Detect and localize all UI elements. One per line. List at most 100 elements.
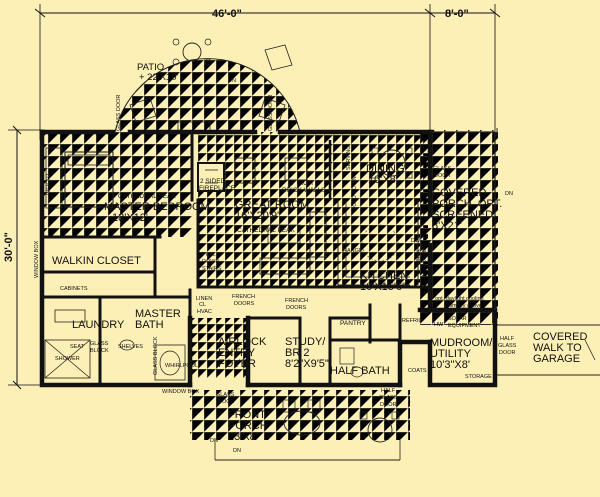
master-bedroom-size: 18'X12' (112, 212, 148, 224)
pantry-label: PANTRY (340, 320, 366, 327)
shower-note: SHOWER (55, 356, 80, 362)
porch-screen (430, 128, 498, 310)
half-glass-door-2: GLASS (379, 395, 398, 401)
dimension-depth: 30'-0" (3, 232, 15, 262)
front-porch-label-1: FRONT (228, 409, 266, 421)
sink-note: SINK (416, 249, 422, 262)
shelves-note: SHELVES (118, 344, 143, 350)
kitchen-counters (337, 200, 419, 286)
pull-down-2: DOWN (202, 259, 219, 265)
exterior-walls (39, 129, 498, 388)
covered-walk (497, 324, 600, 376)
front-porch-furniture (214, 399, 401, 461)
dining-table (371, 147, 413, 179)
airlock-label-1: AIRLOCK (218, 336, 267, 348)
half-bath-label: HALF BATH (330, 365, 390, 377)
kitchen-size: 10'X15'6" (360, 281, 406, 293)
linen-note-2: CL (199, 302, 206, 308)
mudroom-label-2: UTILITY (430, 348, 472, 360)
front-dn-label-2: DN (233, 448, 241, 454)
dining-size: 10'X8' (368, 174, 398, 186)
mudroom-size: 10'3"X8' (430, 359, 470, 371)
bed (45, 147, 114, 209)
cathedral-peak-note-1: CATHEDRAL PEAK (118, 193, 176, 200)
range-note: RANGE (343, 248, 363, 254)
patio-area (114, 38, 301, 133)
seat-note: SEAT (70, 344, 85, 350)
cathedral-peak-note-2: CATHEDRAL PEAK (237, 227, 295, 234)
window-box-vertical-left: WINDOW BOX (34, 240, 40, 278)
covered-porch-floor (420, 130, 498, 325)
covered-walk-label-1: COVERED (533, 331, 587, 343)
interior-walls (40, 130, 432, 387)
study-label-2: BR 2 (285, 347, 309, 359)
front-porch-size: 23'X8' (228, 431, 258, 443)
dimension-width-porch: 8'-0" (445, 8, 469, 20)
french-doors-2b: DOORS (286, 305, 307, 311)
french-doors-2a: FRENCH (285, 298, 308, 304)
glass-block-note-2: BLOCK (90, 348, 109, 354)
patio-label: PATIO (137, 62, 164, 73)
covered-porch-label-1: COVERED (432, 187, 486, 199)
dw-note: DW (411, 238, 421, 244)
foyer-floor (190, 318, 248, 378)
dimension-lines (8, 4, 501, 390)
study-label-1: STUDY/ (285, 336, 326, 348)
solar-note-2: EQUIPMENT (448, 323, 481, 329)
kitchen-label: KITCHEN (360, 270, 408, 282)
half-glass-walk-1: HALF (500, 336, 515, 342)
great-room-size: 16'X20'9" (235, 210, 281, 222)
covered-walk-label-3: GARAGE (533, 353, 580, 365)
glass-block-note-1: GLASS (90, 341, 109, 347)
half-glass-door-1: HALF (381, 388, 396, 394)
laundry-label: LAUNDRY (72, 319, 125, 331)
half-glass-walk-3: DOOR (499, 350, 516, 356)
master-bedroom-floor (42, 132, 192, 237)
hw-note: HW (434, 322, 444, 328)
coats-note: COATS (408, 368, 427, 374)
hvac-note: HVAC (197, 309, 212, 315)
glass-door-patio-right: GLASS DOOR (268, 95, 274, 131)
covered-walk-label-2: WALK TO (533, 342, 582, 354)
airlock-label-2: ENTRY (218, 347, 256, 359)
pull-down-1: PULL (202, 252, 216, 258)
patio-size: + 22'X10' (139, 72, 178, 83)
glass-door-front-2: DOOR (218, 399, 235, 405)
pull-down-3: STAIRS (202, 266, 222, 272)
solar-note-1: SOLAR (448, 316, 467, 322)
french-doors-1a: FRENCH (232, 294, 255, 300)
linen-note-1: LINEN (196, 296, 212, 302)
french-doors-1b: DOORS (234, 301, 255, 307)
dining-label: DINING (366, 163, 405, 175)
great-room-floor (198, 132, 428, 287)
serving-note: SERVING (346, 145, 352, 170)
dimension-width-main: 46'-0" (212, 8, 242, 20)
glass-door-dining-1: GLASS (433, 166, 452, 172)
glass-door-front-1: GLASS (216, 392, 235, 398)
brick-note-1: 4' HIGH (290, 180, 313, 187)
cabinets-note: CABINETS (60, 286, 88, 292)
covered-porch-label-2: PORCH, OPT. (432, 198, 502, 210)
walkin-closet-label: WALKIN CLOSET (52, 255, 141, 267)
master-bath-label-2: BATH (135, 319, 164, 331)
front-porch-floor (190, 390, 410, 440)
glass-door-dining-2: DOOR (434, 173, 451, 179)
side-dn-label: DN (505, 191, 513, 197)
storage-note: STORAGE (465, 374, 492, 380)
bath-fixtures (44, 309, 364, 381)
brick-note-2: BRICK WALLS (282, 187, 326, 194)
window-box-note: WINDOW BOX (162, 389, 200, 395)
mudroom-label-1: MUDROOM/ (430, 337, 493, 349)
front-porch-label-2: PORCH (228, 420, 268, 432)
whirlpool-note: WHIRLPOOL (165, 363, 198, 369)
daylight-note-1: opt. daylight cooling (435, 296, 484, 302)
study-size: 8'2"X9'5" (285, 358, 329, 370)
patio-dn-label: DN (228, 78, 236, 84)
great-room-furniture (234, 157, 327, 275)
half-glass-door-3: DOOR (380, 402, 397, 408)
front-dn-label: DN (210, 438, 218, 444)
glass-block-vertical: GLASS BLOCK (153, 336, 159, 375)
window-box-vertical-right: WINDOW BOX (422, 240, 428, 278)
fold-down-note: FOLD DOWN (352, 176, 358, 210)
